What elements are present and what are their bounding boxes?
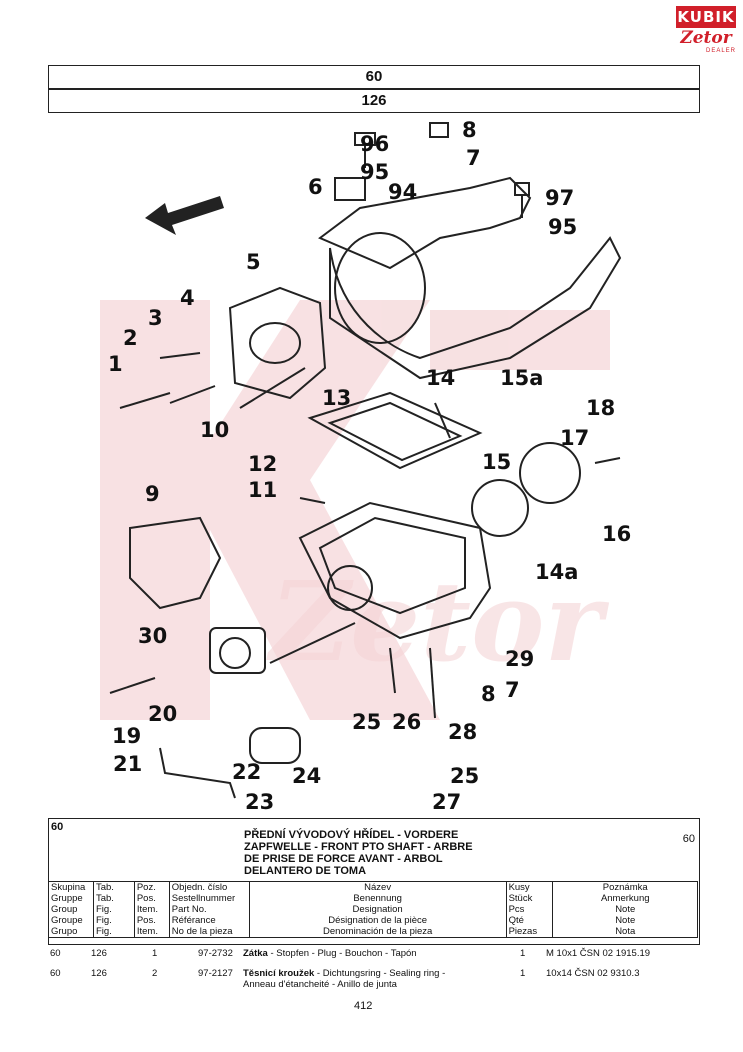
callout-16: 16	[602, 522, 632, 546]
title-line-2: ZAPFWELLE - FRONT PTO SHAFT - ARBRE	[244, 841, 473, 853]
callout-26: 26	[392, 710, 422, 734]
callout-30: 30	[138, 624, 168, 648]
callout-4: 4	[180, 286, 195, 310]
callout-29: 29	[505, 647, 535, 671]
callout-96: 96	[360, 132, 390, 156]
panel-group-left: 60	[51, 821, 64, 833]
title-line-1: PŘEDNÍ VÝVODOVÝ HŘÍDEL - VORDERE	[244, 829, 459, 841]
callout-12: 12	[248, 452, 278, 476]
col-position: Poz.Pos.Item.Pos.Item.	[133, 881, 170, 938]
exploded-parts-diagram	[109, 122, 622, 799]
callout-28: 28	[448, 720, 478, 744]
callout-8b: 8	[481, 682, 496, 706]
logo-kubik: KUBIK	[676, 6, 736, 28]
callout-19: 19	[112, 724, 142, 748]
callout-10: 10	[200, 418, 230, 442]
callout-17: 17	[560, 426, 590, 450]
callout-15: 15	[482, 450, 512, 474]
callout-94: 94	[388, 180, 418, 204]
callout-8: 8	[462, 118, 477, 142]
callout-15a: 15a	[500, 366, 544, 390]
callout-95b: 95	[548, 215, 578, 239]
callout-95: 95	[360, 160, 390, 184]
callout-5: 5	[246, 250, 261, 274]
parts-list-panel: 60 60 PŘEDNÍ VÝVODOVÝ HŘÍDEL - VORDERE Z…	[48, 818, 700, 945]
callout-23: 23	[245, 790, 275, 814]
group-header: 60	[48, 65, 700, 89]
callout-25b: 25	[450, 764, 480, 788]
callout-21: 21	[113, 752, 143, 776]
callout-7: 7	[466, 146, 481, 170]
callout-13: 13	[322, 386, 352, 410]
page-number: 412	[354, 1000, 373, 1012]
panel-group-right: 60	[682, 833, 695, 845]
callout-27: 27	[432, 790, 462, 814]
title-line-3: DE PRISE DE FORCE AVANT - ARBOL	[244, 853, 443, 865]
callout-11: 11	[248, 478, 278, 502]
callout-20: 20	[148, 702, 178, 726]
callout-14: 14	[426, 366, 456, 390]
logo-dealer: DEALER	[705, 48, 736, 54]
direction-arrow-icon	[145, 196, 224, 235]
callout-7b: 7	[505, 678, 520, 702]
callout-14a: 14a	[535, 560, 579, 584]
callout-22: 22	[232, 760, 262, 784]
col-table: Tab.Tab.Fig.Fig.Fig.	[92, 881, 135, 938]
callout-25: 25	[352, 710, 382, 734]
kubik-zetor-logo: KUBIK Zetor DEALER	[676, 6, 736, 62]
logo-zetor: Zetor	[680, 28, 732, 48]
table-header: 126	[48, 89, 700, 113]
callout-24: 24	[292, 764, 322, 788]
callout-1: 1	[108, 352, 123, 376]
section-title: PŘEDNÍ VÝVODOVÝ HŘÍDEL - VORDERE ZAPFWEL…	[244, 829, 473, 877]
callout-6: 6	[308, 175, 323, 199]
title-line-4: DELANTERO DE TOMA	[244, 865, 367, 877]
callout-2: 2	[123, 326, 138, 350]
callout-3: 3	[148, 306, 163, 330]
callout-18: 18	[586, 396, 616, 420]
svg-text:Zetor: Zetor	[266, 557, 609, 686]
watermark-logo: Zetor	[100, 300, 610, 720]
callout-9: 9	[145, 482, 160, 506]
callout-97: 97	[545, 186, 575, 210]
